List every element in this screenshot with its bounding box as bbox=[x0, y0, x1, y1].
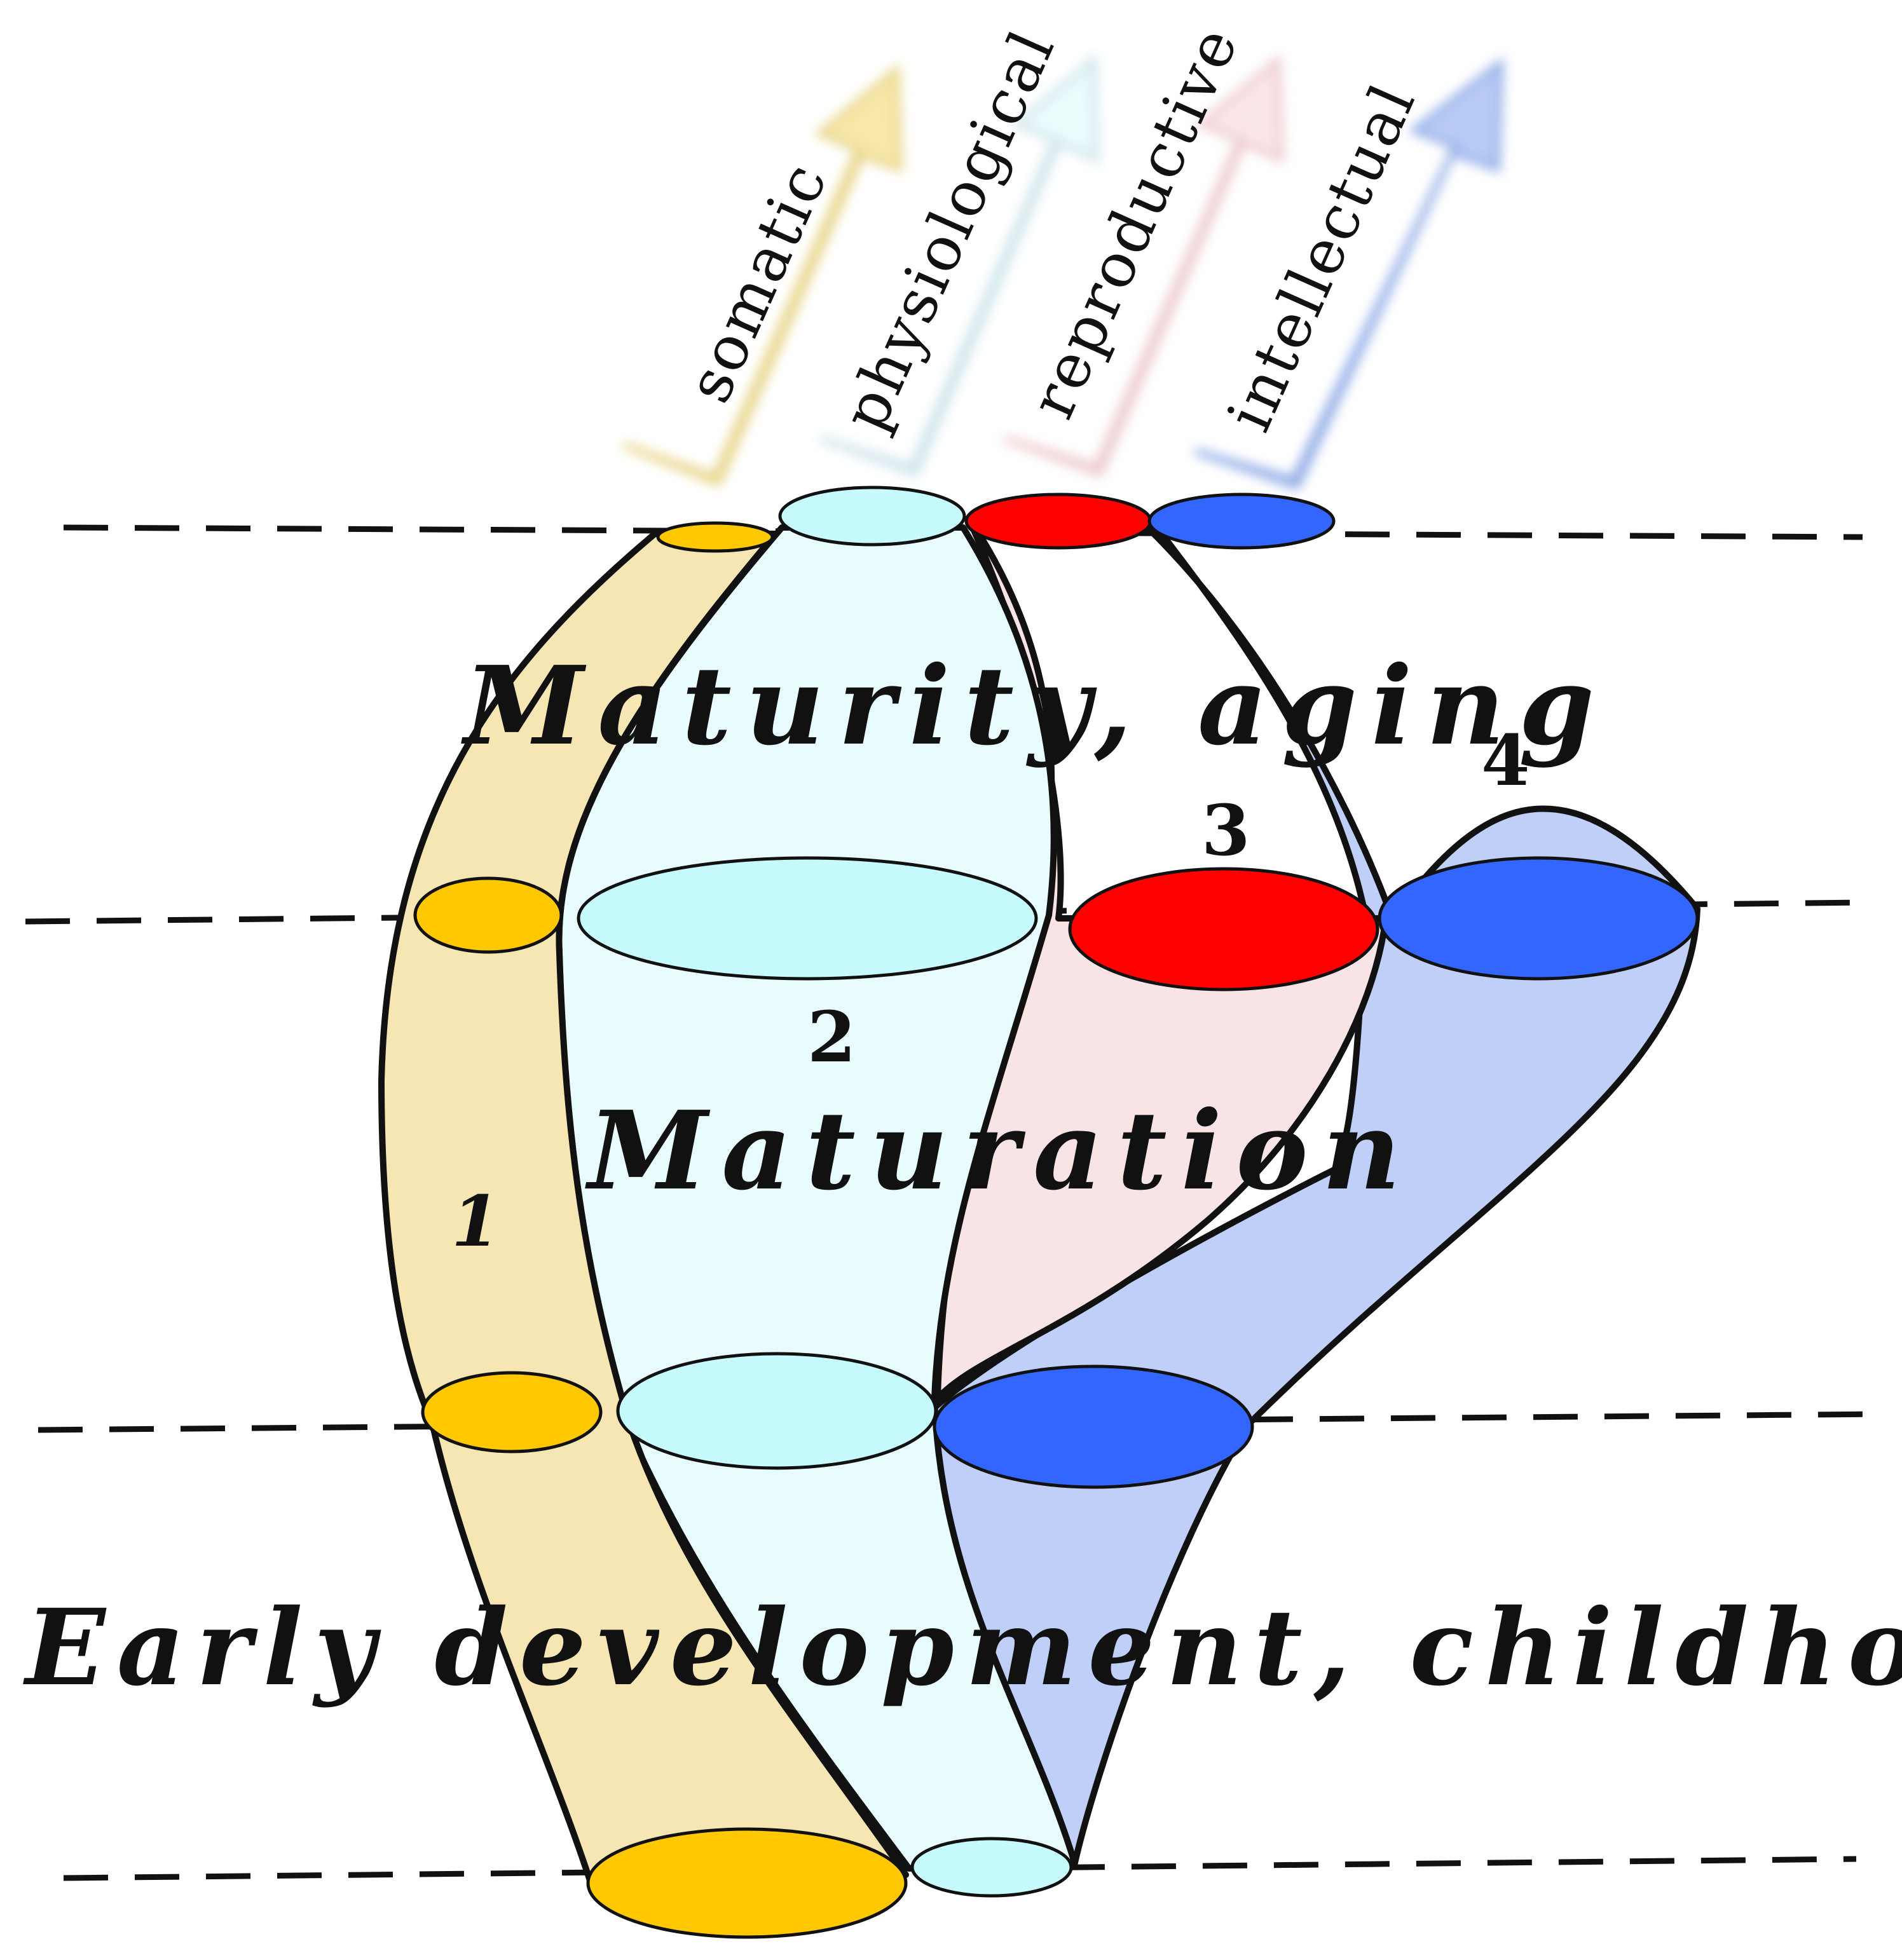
ring-somatic-top bbox=[656, 521, 774, 553]
arrow-somatic bbox=[622, 63, 903, 487]
ring-somatic-lower bbox=[421, 1371, 603, 1453]
ring-reproductive-top bbox=[964, 493, 1153, 550]
arrow-intellectual bbox=[1194, 57, 1504, 491]
boundary-line-lower bbox=[38, 1411, 1882, 1433]
band-number-4: 4 bbox=[1481, 719, 1530, 801]
ring-intellectual-lower bbox=[933, 1365, 1254, 1489]
arrow-labels: somatic physiological reproductive intel… bbox=[673, 16, 1430, 442]
band-number-1: 1 bbox=[451, 1180, 500, 1262]
stage-rings bbox=[413, 486, 1699, 1939]
trajectory-arrows bbox=[622, 53, 1504, 491]
stage-label-early: Early development, childhood bbox=[23, 1586, 1902, 1709]
ring-somatic-bottom bbox=[586, 1827, 908, 1939]
stage-label-maturation: Maturation bbox=[585, 1087, 1414, 1215]
ring-intellectual-top bbox=[1147, 493, 1336, 550]
arrow-reproductive bbox=[1003, 53, 1285, 478]
ring-reproductive-upper bbox=[1068, 867, 1379, 991]
ring-physiological-bottom bbox=[910, 1837, 1073, 1898]
boundary-line-top bbox=[63, 524, 1863, 540]
band-somatic bbox=[378, 531, 909, 1888]
band-number-2: 2 bbox=[807, 996, 856, 1078]
band-number-3: 3 bbox=[1201, 789, 1250, 871]
ring-physiological-lower bbox=[616, 1352, 938, 1470]
ring-physiological-upper bbox=[577, 856, 1038, 981]
stage-label-maturity: Maturity, aging bbox=[461, 643, 1608, 770]
ring-intellectual-upper bbox=[1378, 856, 1699, 981]
ring-physiological-top bbox=[778, 486, 966, 547]
arrow-physiological bbox=[819, 53, 1100, 478]
ring-somatic-upper bbox=[413, 876, 563, 954]
